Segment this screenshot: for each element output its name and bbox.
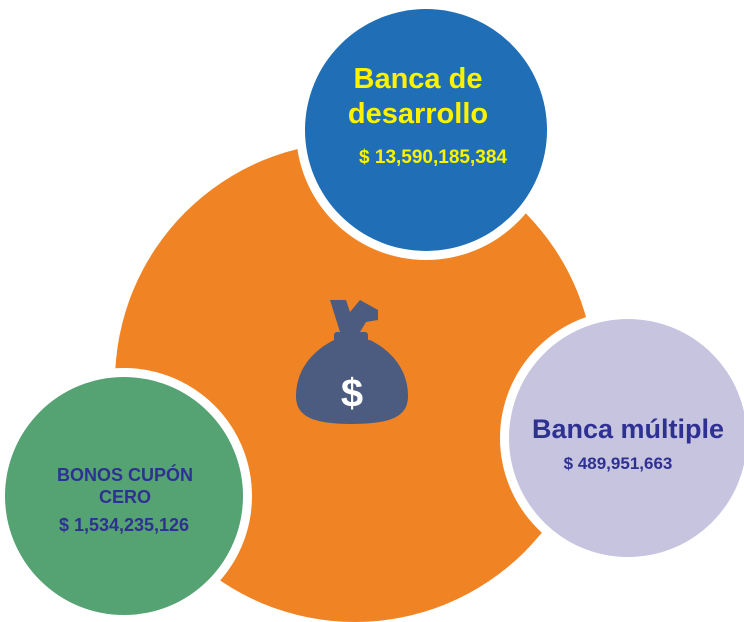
development-circle — [305, 9, 547, 251]
bonos-circle — [5, 377, 243, 615]
bonos-title: BONOS CUPÓN CERO — [56, 465, 193, 507]
development-title: Banca de desarrollo — [347, 63, 489, 130]
multiple-amount: $ 489,951,663 — [563, 454, 673, 473]
bonos-amount: $ 1,534,235,126 — [58, 515, 190, 535]
development-amount: $ 13,590,185,384 — [359, 147, 507, 168]
multiple-circle — [509, 319, 744, 557]
money-bag-dollar-icon: $ — [296, 300, 408, 424]
svg-text:$: $ — [341, 372, 363, 416]
multiple-title: Banca múltiple — [531, 414, 725, 444]
